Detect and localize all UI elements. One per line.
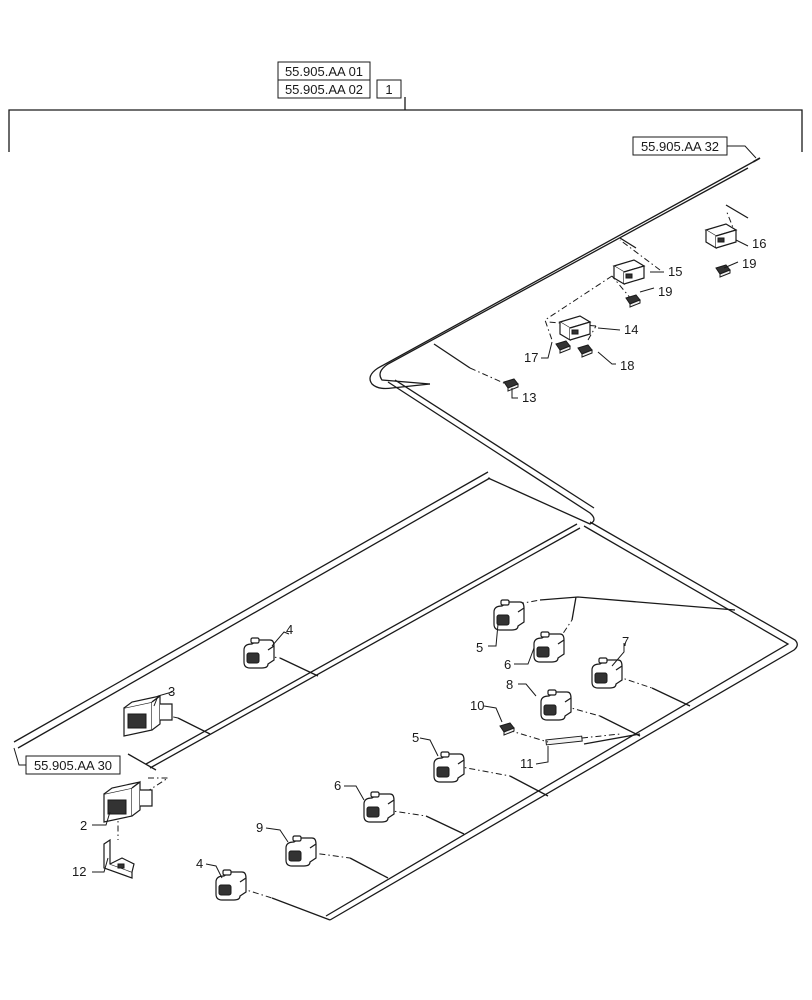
callout-3: 3 [168,684,175,699]
connector-7[interactable] [591,657,623,689]
callout-leaders [92,239,749,879]
callout-7: 7 [622,634,629,649]
ref-label-right: 55.905.AA 32 [641,139,719,154]
callout-16: 16 [752,236,766,251]
callout-14: 14 [624,322,638,337]
item-box-1[interactable]: 1 [376,79,402,99]
ref-label-top-2: 55.905.AA 02 [285,82,363,97]
callout-6b: 6 [334,778,341,793]
ref-box-top-1[interactable]: 55.905.AA 01 [277,61,371,81]
connector-16[interactable] [704,223,738,250]
callout-18: 18 [620,358,634,373]
callout-19a: 19 [742,256,756,271]
lock-17[interactable] [555,340,571,354]
connector-5a[interactable] [493,599,525,631]
connectors [103,223,738,901]
connector-3[interactable] [123,694,173,737]
harness-trunk [13,157,798,921]
connector-15[interactable] [612,259,646,286]
callout-9: 9 [256,820,263,835]
ref-box-top-2[interactable]: 55.905.AA 02 [277,79,371,99]
callout-15: 15 [668,264,682,279]
wedge-18[interactable] [577,344,593,358]
connector-2[interactable] [103,780,153,823]
connection-leaders [117,209,737,899]
callout-11: 11 [520,756,534,771]
connector-5b[interactable] [433,751,465,783]
item-label-1: 1 [385,82,392,97]
bracket-12[interactable] [103,838,135,879]
callout-12: 12 [72,864,86,879]
connector-4b[interactable] [215,869,247,901]
callout-6a: 6 [504,657,511,672]
connector-6a[interactable] [533,631,565,663]
connector-6b[interactable] [363,791,395,823]
lock-19b[interactable] [625,294,641,308]
connector-8[interactable] [540,689,572,721]
callouts: 16 19 15 19 14 17 18 13 4 3 5 6 7 8 10 1… [72,236,766,879]
callout-2: 2 [80,818,87,833]
connector-9[interactable] [285,835,317,867]
connector-4a[interactable] [243,637,275,669]
callout-5b: 5 [412,730,419,745]
assembly-bracket [8,97,803,152]
callout-4a: 4 [286,622,293,637]
callout-10: 10 [470,698,484,713]
callout-4b: 4 [196,856,203,871]
ref-box-left[interactable]: 55.905.AA 30 [25,755,121,775]
callout-8: 8 [506,677,513,692]
fuse-holder-10[interactable] [499,722,515,736]
ref-box-right[interactable]: 55.905.AA 32 [632,136,728,156]
callout-19b: 19 [658,284,672,299]
callout-5a: 5 [476,640,483,655]
ref-label-top-1: 55.905.AA 01 [285,64,363,79]
callout-13: 13 [522,390,536,405]
ref-label-left: 55.905.AA 30 [34,758,112,773]
clip-13[interactable] [503,378,519,392]
harness-branches [127,204,749,921]
callout-17: 17 [524,350,538,365]
connector-14[interactable] [558,315,592,342]
